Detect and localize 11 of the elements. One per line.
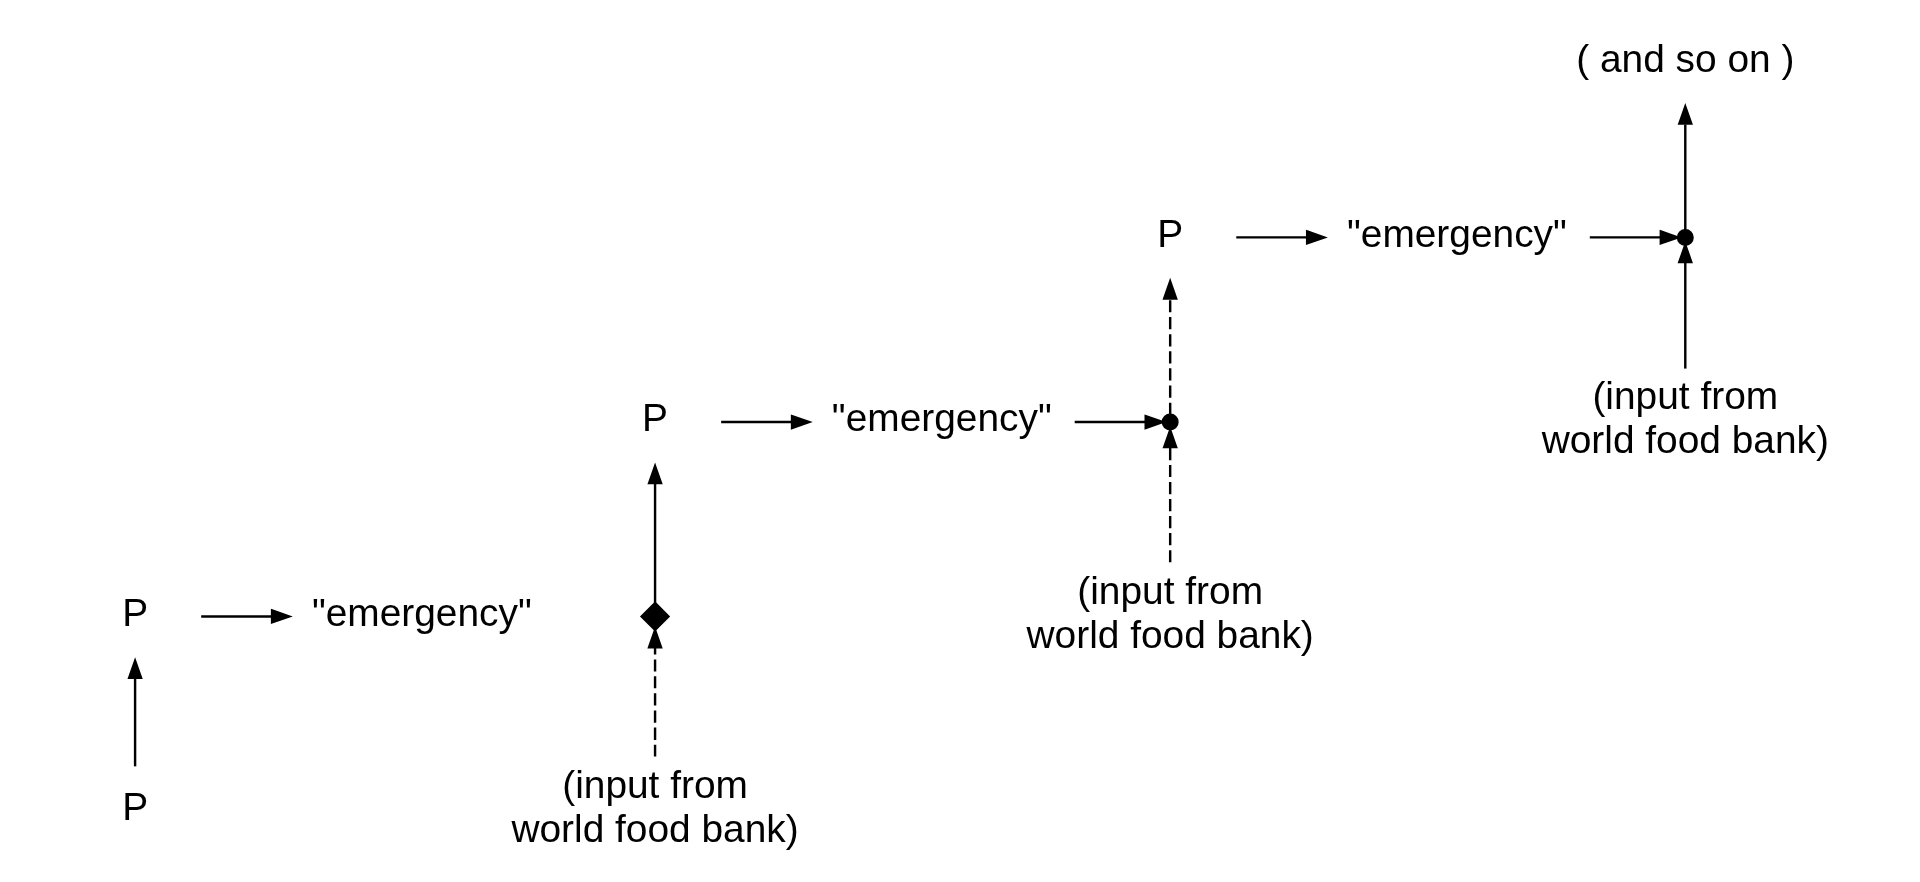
node-text: (input from world food bank) <box>511 762 799 850</box>
node-text: (input from world food bank) <box>1541 373 1829 461</box>
node-text: ( and so on ) <box>1576 36 1795 80</box>
node-text: "emergency" <box>1346 211 1567 255</box>
node-text: P <box>642 395 669 439</box>
node-text: P <box>122 590 149 634</box>
node-text: P <box>1157 211 1184 255</box>
node-text: "emergency" <box>831 395 1052 439</box>
node-text: P <box>122 784 149 828</box>
node-text: (input from world food bank) <box>1026 568 1314 656</box>
node-text: "emergency" <box>311 590 532 634</box>
